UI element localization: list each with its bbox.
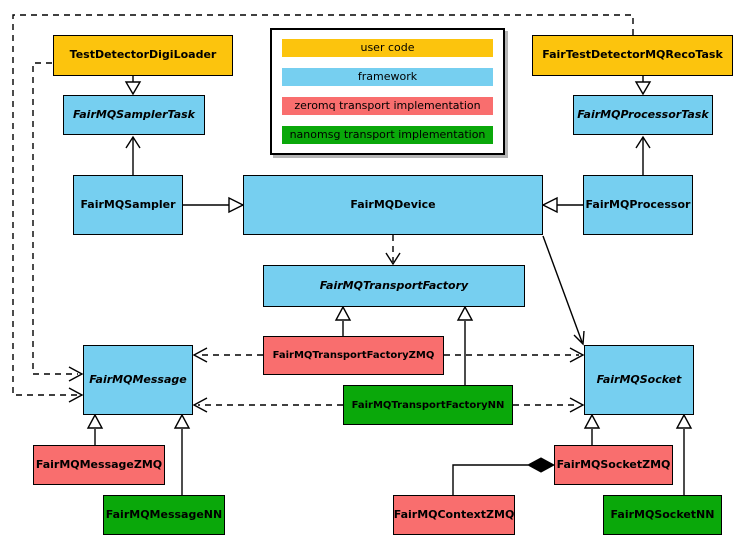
edge-messagenn-to-message [173, 413, 191, 495]
node-fairmq-sampler: FairMQSampler [73, 175, 183, 235]
legend-item-nanomsg: nanomsg transport implementation [282, 126, 493, 144]
edge-factoryzmq-to-message [192, 347, 263, 363]
node-fairmq-transport-factory-zmq: FairMQTransportFactoryZMQ [263, 336, 444, 375]
node-fairmq-message-nn: FairMQMessageNN [103, 495, 225, 535]
edge-recotask-to-processortask [634, 76, 652, 96]
edge-device-to-socket [542, 235, 585, 346]
edge-processor-to-processortask [635, 135, 651, 175]
edge-device-to-transportfactory [385, 235, 401, 266]
edge-messagezmq-to-message [86, 413, 104, 445]
edge-socketzmq-to-socket [583, 413, 601, 445]
node-fairmq-context-zmq: FairMQContextZMQ [393, 495, 515, 535]
edge-factorynn-to-message [192, 397, 343, 413]
node-fairmq-message: FairMQMessage [83, 345, 193, 415]
edge-socketnn-to-socket [675, 413, 693, 495]
legend-item-framework: framework [282, 68, 493, 86]
node-fairmq-socket-zmq: FairMQSocketZMQ [554, 445, 673, 485]
node-fairmq-transport-factory: FairMQTransportFactory [263, 265, 525, 307]
node-fairmq-transport-factory-nn: FairMQTransportFactoryNN [343, 385, 513, 425]
edge-factorynn-to-factory [456, 305, 474, 385]
edge-recotask-to-message [12, 14, 634, 403]
edge-processor-to-device [541, 196, 583, 214]
legend: user code framework zeromq transport imp… [270, 28, 505, 155]
edge-factoryzmq-to-socket [444, 347, 585, 363]
node-fairmq-message-zmq: FairMQMessageZMQ [33, 445, 165, 485]
node-test-detector-digi-loader: TestDetectorDigiLoader [53, 35, 233, 76]
node-fairmq-processor: FairMQProcessor [583, 175, 693, 235]
edge-digiloader-to-samplertask [124, 76, 142, 96]
edge-digiloader-to-message [32, 62, 84, 382]
edge-sampler-to-samplertask [125, 135, 141, 175]
node-fairmq-sampler-task: FairMQSamplerTask [63, 95, 205, 135]
legend-item-zeromq: zeromq transport implementation [282, 97, 493, 115]
legend-item-user-code: user code [282, 39, 493, 57]
node-fairmq-socket: FairMQSocket [584, 345, 694, 415]
edge-factorynn-to-socket [513, 397, 585, 413]
edge-sampler-to-device [183, 196, 245, 214]
node-fair-test-detector-mq-reco-task: FairTestDetectorMQRecoTask [532, 35, 733, 76]
node-fairmq-socket-nn: FairMQSocketNN [603, 495, 722, 535]
edge-factoryzmq-to-factory [334, 305, 352, 336]
edge-contextzmq-to-socketzmq [452, 457, 556, 495]
node-fairmq-processor-task: FairMQProcessorTask [573, 95, 713, 135]
node-fairmq-device: FairMQDevice [243, 175, 543, 235]
